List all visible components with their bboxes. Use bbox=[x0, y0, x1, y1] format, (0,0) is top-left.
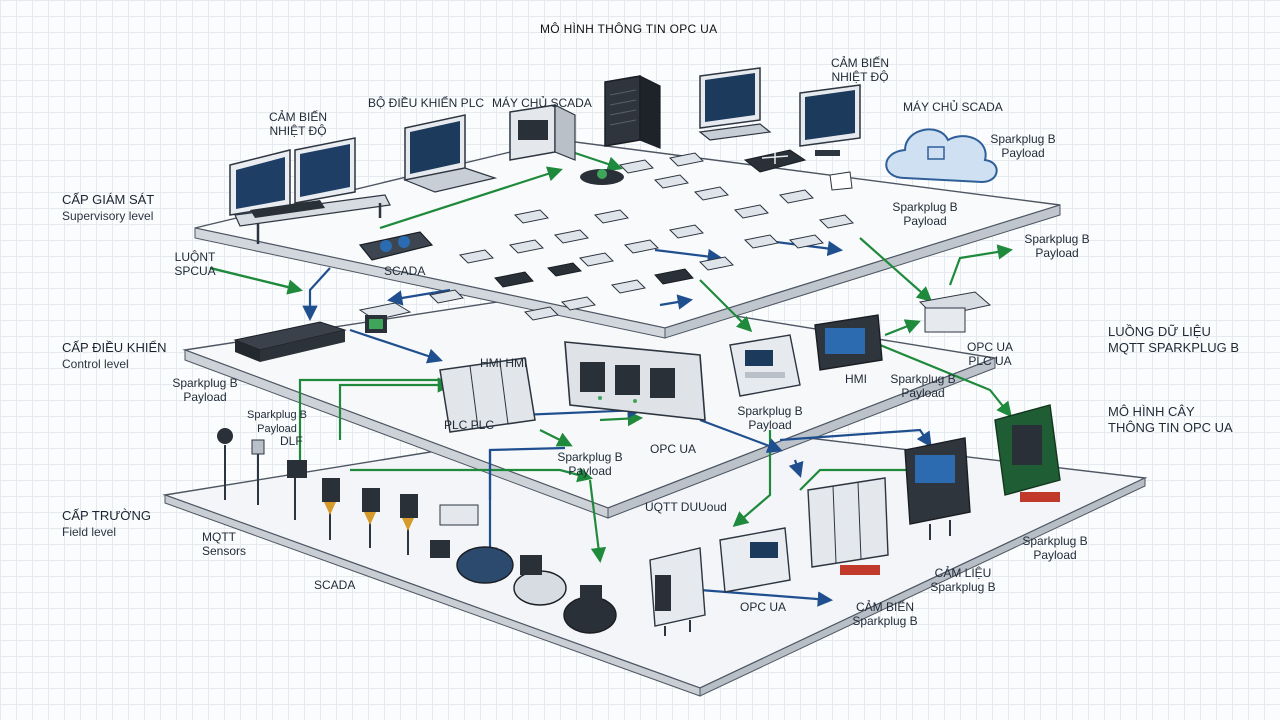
field-control-box bbox=[649, 547, 706, 636]
temperature-monitor bbox=[799, 84, 861, 156]
label-scada-server-2: MÁY CHỦ SCADA bbox=[903, 100, 1003, 114]
level-field-vi: CẤP TRƯỜNG bbox=[62, 508, 151, 523]
label-opc-ua-center: OPC UA bbox=[650, 442, 697, 456]
level-control-vi: CẤP ĐIỀU KHIỂN bbox=[62, 340, 167, 355]
dual-monitor-workstation bbox=[229, 137, 391, 244]
field-level-platform bbox=[162, 417, 1148, 697]
circuit-board-controller bbox=[994, 404, 1061, 502]
diagram-title: MÔ HÌNH THÔNG TIN OPC UA bbox=[540, 22, 718, 36]
control-switch bbox=[233, 321, 347, 362]
label-sparkplug-top-mid: Sparkplug B Payload bbox=[892, 200, 958, 228]
field-sensor-probes bbox=[217, 428, 479, 558]
server-rack bbox=[604, 75, 661, 149]
label-luont-spcua: LUỘNT SPCUA bbox=[174, 250, 216, 278]
label-sparkplug-center: Sparkplug B Payload bbox=[557, 450, 623, 478]
label-opc-ua-field: OPC UA bbox=[740, 600, 787, 614]
field-controller-unit bbox=[719, 527, 791, 593]
level-supervisory: CẤP GIÁM SÁT Supervisory level bbox=[62, 192, 154, 224]
label-mqtt-sensors: MQTT Sensors bbox=[202, 530, 247, 558]
label-plc-plc: PLC PLC bbox=[444, 418, 495, 432]
label-sparkplug-hmi: Sparkplug B Payload bbox=[890, 372, 956, 400]
plc-laptop bbox=[402, 114, 498, 193]
label-dlf: DLF bbox=[280, 434, 303, 448]
level-supervisory-vi: CẤP GIÁM SÁT bbox=[62, 192, 155, 207]
label-opc-tree: MÔ HÌNH CÂY THÔNG TIN OPC UA bbox=[1108, 404, 1233, 435]
io-module-bank bbox=[807, 477, 889, 575]
label-hmi-hmi: HMI HMI bbox=[480, 356, 528, 370]
label-scada-server-1: MÁY CHỦ SCADA bbox=[492, 96, 592, 110]
level-control: CẤP ĐIỀU KHIỂN Control level bbox=[62, 340, 167, 372]
label-scada-field: SCADA bbox=[314, 578, 356, 592]
label-cam-bien-field: CẢM BIẾN Sparkplug B bbox=[852, 600, 918, 628]
label-scada-top: SCADA bbox=[384, 264, 426, 278]
level-field-en: Field level bbox=[62, 525, 117, 539]
label-sparkplug-cloud: Sparkplug B Payload bbox=[990, 132, 1056, 160]
label-sensor-temp-right: CẢM BIẾN NHIỆT ĐỘ bbox=[830, 56, 889, 84]
network-switch-top bbox=[743, 149, 807, 173]
scada-router bbox=[358, 231, 434, 261]
central-controller-rack bbox=[564, 341, 706, 421]
label-mqtt-flow: LUỒNG DỮ LIỆU MQTT SPARKPLUG B bbox=[1108, 324, 1239, 355]
scada-server-unit bbox=[509, 104, 576, 161]
level-supervisory-en: Supervisory level bbox=[62, 209, 154, 223]
green-flow-lines bbox=[209, 146, 1014, 564]
control-panel-enclosure bbox=[729, 334, 801, 397]
hmi-panel bbox=[814, 314, 883, 371]
field-hmi-terminal bbox=[904, 437, 971, 540]
label-sparkplug-field-right: Sparkplug B Payload bbox=[1022, 534, 1088, 562]
label-sparkplug-top-right: Sparkplug B Payload bbox=[1024, 232, 1090, 260]
network-node-cluster bbox=[428, 152, 855, 321]
scada-monitor bbox=[698, 67, 772, 141]
level-control-en: Control level bbox=[62, 357, 129, 371]
plc-panel-small bbox=[358, 302, 412, 333]
label-sensor-temp-left: CẢM BIẾN NHIỆT ĐỘ bbox=[268, 110, 327, 138]
label-sparkplug-field-left: Sparkplug B Payload bbox=[247, 409, 307, 435]
label-sparkplug-control-left: Sparkplug B Payload bbox=[172, 376, 238, 404]
cloud-icon bbox=[885, 128, 998, 184]
plc-ua-device bbox=[918, 291, 992, 333]
label-plc-controller: BỘ ĐIỀU KHIỂN PLC bbox=[368, 96, 485, 110]
label-uqtt: UQTT DUUoud bbox=[645, 500, 727, 514]
label-opc-plc-ua: OPC UA PLC UA bbox=[966, 340, 1013, 368]
hub-green bbox=[580, 169, 624, 185]
electric-motors bbox=[456, 546, 617, 634]
label-hmi: HMI bbox=[845, 372, 867, 386]
label-sparkplug-control-right: Sparkplug B Payload bbox=[737, 404, 803, 432]
plc-cabinet bbox=[439, 357, 536, 433]
level-field: CẤP TRƯỜNG Field level bbox=[62, 508, 151, 540]
label-cam-lieu: CẢM LIỆU Sparkplug B bbox=[930, 566, 996, 594]
